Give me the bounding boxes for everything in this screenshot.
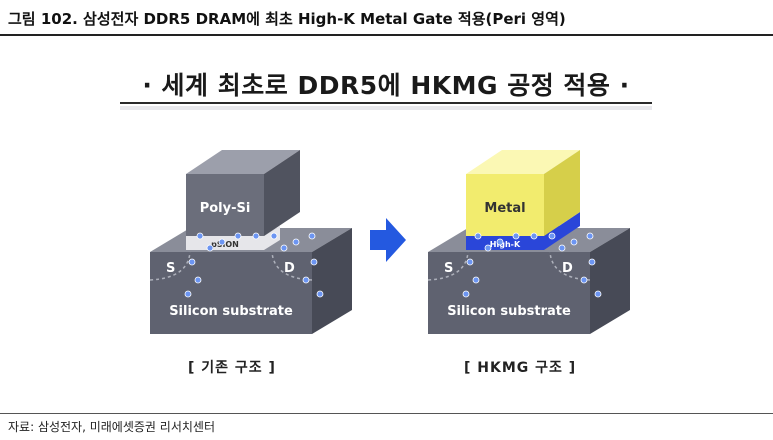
electron-dot: [548, 232, 556, 240]
left-drain-junction: [271, 251, 313, 281]
right-metal-top: [466, 150, 580, 174]
electron-dot: [472, 276, 480, 284]
left-source-label: S: [166, 261, 175, 276]
left-dielectric-label: pSiON: [211, 240, 239, 249]
left-source-junction: [149, 251, 191, 281]
left-polysi-front: [186, 174, 264, 236]
electron-dot: [588, 258, 596, 266]
electron-dot: [302, 276, 310, 284]
electron-dot: [252, 232, 260, 240]
left-polysi-side: [264, 150, 300, 236]
right-drain-junction: [549, 251, 591, 281]
banner-shadow: [120, 106, 652, 110]
left-electrons: [184, 232, 324, 298]
electron-dot: [234, 232, 242, 240]
electron-dot: [308, 232, 316, 240]
electron-dot: [218, 238, 226, 246]
left-polysi-top: [186, 150, 300, 174]
electron-dot: [270, 232, 278, 240]
right-electrons: [462, 232, 602, 298]
diagram-panel: · 세계 최초로 DDR5에 HKMG 공정 적용 · Poly-Si pSiO…: [80, 52, 692, 400]
right-structure: Metal High-K S D Silicon substrate: [427, 150, 630, 334]
banner-underline: [120, 102, 652, 104]
electron-dot: [474, 232, 482, 240]
right-highk-side: [544, 212, 580, 250]
source-note: 자료: 삼성전자, 미래에셋증권 리서치센터: [0, 413, 773, 435]
electron-dot: [594, 290, 602, 298]
electron-dot: [558, 244, 566, 252]
figure-header: 그림 102. 삼성전자 DDR5 DRAM에 최초 High-K Metal …: [0, 0, 773, 36]
right-source-junction: [427, 251, 469, 281]
left-structure: Poly-Si pSiON S D Silicon substrate: [149, 150, 352, 334]
electron-dot: [280, 244, 288, 252]
figure-caption: 그림 102. 삼성전자 DDR5 DRAM에 최초 High-K Metal …: [8, 10, 566, 28]
transition-arrow: [370, 218, 406, 262]
electron-dot: [580, 276, 588, 284]
electron-dot: [292, 238, 300, 246]
electron-dot: [496, 238, 504, 246]
right-substrate-front: [428, 252, 590, 334]
right-substrate-label: Silicon substrate: [447, 304, 571, 319]
electron-dot: [310, 258, 318, 266]
left-substrate-label: Silicon substrate: [169, 304, 293, 319]
right-metal-side: [544, 150, 580, 236]
electron-dot: [316, 290, 324, 298]
electron-dot: [484, 244, 492, 252]
electron-dot: [530, 232, 538, 240]
electron-dot: [188, 258, 196, 266]
right-source-label: S: [444, 261, 453, 276]
left-structure-caption: [ 기존 구조 ]: [188, 360, 276, 376]
electron-dot: [466, 258, 474, 266]
right-gate-label: Metal: [484, 201, 525, 216]
electron-dot: [184, 290, 192, 298]
electron-dot: [194, 276, 202, 284]
right-dielectric-label: High-K: [490, 240, 521, 249]
banner-title: · 세계 최초로 DDR5에 HKMG 공정 적용 ·: [142, 71, 630, 100]
electron-dot: [196, 232, 204, 240]
electron-dot: [206, 244, 214, 252]
left-substrate-side: [312, 228, 352, 334]
right-substrate-side: [590, 228, 630, 334]
electron-dot: [586, 232, 594, 240]
left-gate-label: Poly-Si: [200, 201, 251, 216]
electron-dot: [512, 232, 520, 240]
right-structure-caption: [ HKMG 구조 ]: [464, 360, 577, 376]
electron-dot: [570, 238, 578, 246]
right-drain-label: D: [562, 261, 573, 276]
transistor-diagram: Poly-Si pSiON S D Silicon substrate Meta…: [149, 150, 630, 334]
right-metal-front: [466, 174, 544, 236]
left-drain-label: D: [284, 261, 295, 276]
electron-dot: [462, 290, 470, 298]
left-substrate-front: [150, 252, 312, 334]
